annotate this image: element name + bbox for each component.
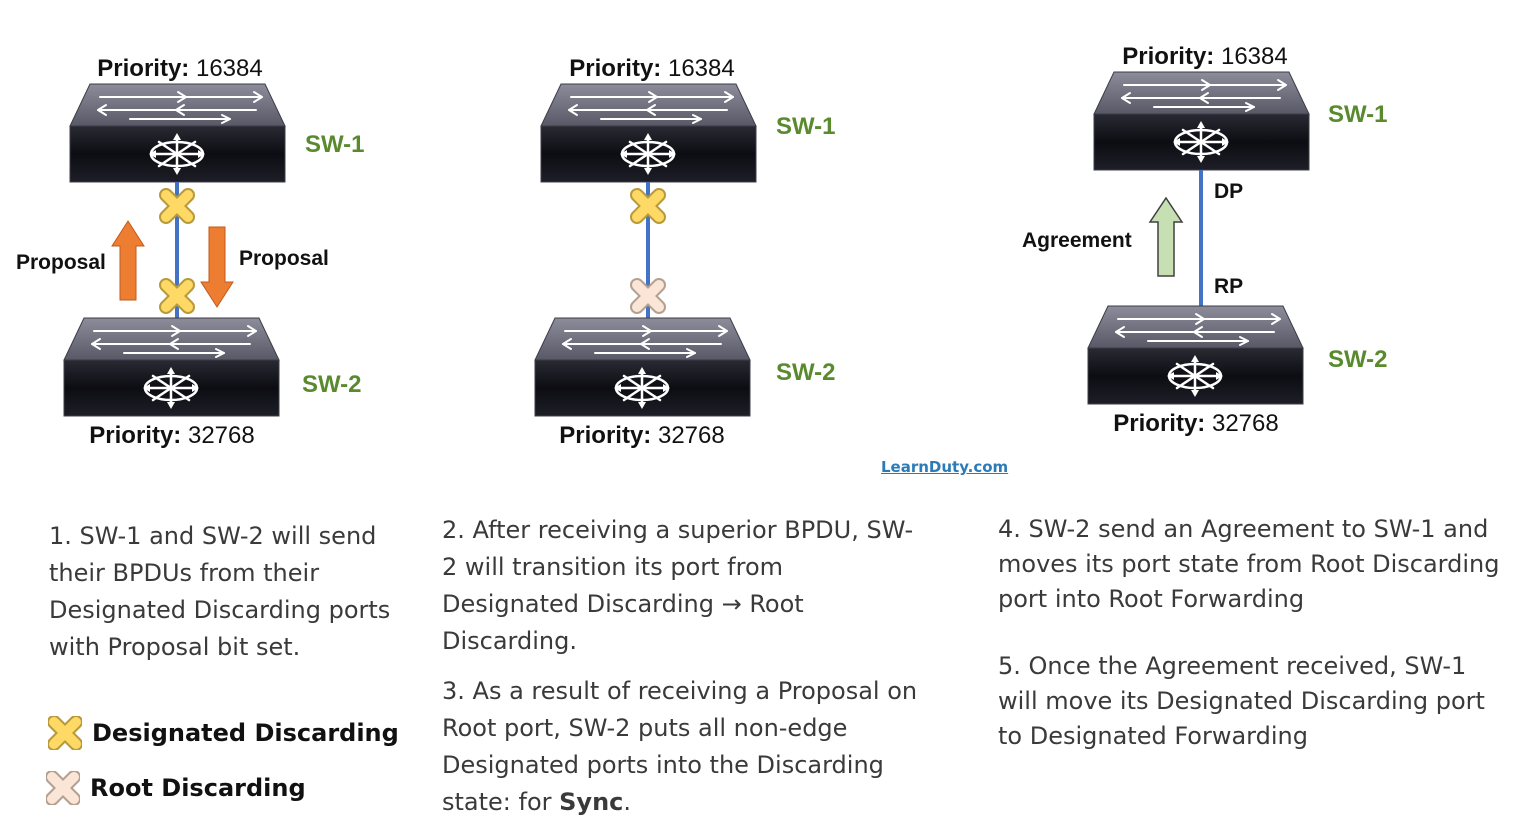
legend-root-discarding-label: Root Discarding [90, 774, 306, 802]
p3-top-priority: Priority: 16384 [1122, 43, 1287, 70]
p1-sw2-switch-icon [62, 316, 281, 418]
p1-top-designated-discarding-icon [159, 188, 195, 224]
p2-top-priority: Priority: 16384 [569, 55, 734, 82]
p3-rp-label: RP [1214, 275, 1243, 298]
p2-sw2-label: SW-2 [776, 359, 836, 386]
panel-1: Priority: 16384 SW-1 Proposal Proposal S… [16, 55, 365, 449]
step-3-sync: Sync [559, 788, 624, 816]
p3-sw2-switch-icon [1086, 304, 1305, 406]
p1-proposal-up-arrow-icon [111, 220, 145, 301]
legend-designated-discarding-icon [48, 716, 82, 750]
p1-proposal-down-arrow-icon [200, 226, 234, 308]
p2-sw1-switch-icon [539, 82, 758, 184]
legend-designated-discarding: Designated Discarding [48, 716, 399, 750]
p1-sw2-label: SW-2 [302, 371, 362, 398]
p3-sw2-label: SW-2 [1328, 346, 1388, 373]
stp-diagram: Priority: 16384 SW-1 Proposal Proposal S… [16, 43, 1388, 449]
p3-bottom-priority: Priority: 32768 [1113, 410, 1278, 437]
step-1-block: 1. SW-1 and SW-2 will send their BPDUs f… [49, 518, 394, 666]
legend-designated-discarding-label: Designated Discarding [92, 719, 399, 747]
step-1-text: 1. SW-1 and SW-2 will send their BPDUs f… [49, 522, 391, 661]
p3-sw1-switch-icon [1092, 70, 1311, 172]
panel-3: Priority: 16384 SW-1 DP RP Agreement SW-… [1022, 43, 1388, 437]
p3-agreement-up-arrow-icon [1148, 196, 1184, 277]
p3-sw1-label: SW-1 [1328, 101, 1388, 128]
p2-root-discarding-icon [630, 278, 666, 314]
p1-sw1-label: SW-1 [305, 131, 365, 158]
legend-root-discarding: Root Discarding [46, 771, 306, 805]
step-3-text: 3. As a result of receiving a Proposal o… [442, 673, 922, 821]
p1-bottom-designated-discarding-icon [159, 278, 195, 314]
step-5-text: 5. Once the Agreement received, SW-1 wil… [998, 652, 1485, 750]
steps-4-5-block: 4. SW-2 send an Agreement to SW-1 and mo… [998, 512, 1508, 754]
step-3-text-main: 3. As a result of receiving a Proposal o… [442, 677, 918, 816]
p2-sw1-label: SW-1 [776, 113, 836, 140]
p1-top-priority: Priority: 16384 [97, 55, 262, 82]
steps-2-3-block: 2. After receiving a superior BPDU, SW-2… [442, 512, 922, 821]
p2-sw2-switch-icon [533, 316, 752, 418]
p1-sw1-switch-icon [68, 82, 287, 184]
p2-top-designated-discarding-icon [630, 188, 666, 224]
p3-dp-label: DP [1214, 180, 1243, 203]
step-4-text: 4. SW-2 send an Agreement to SW-1 and mo… [998, 515, 1500, 613]
panel-2: Priority: 16384 SW-1 SW-2 Priority: 3276… [533, 55, 836, 449]
p2-bottom-priority: Priority: 32768 [559, 422, 724, 449]
step-2-text: 2. After receiving a superior BPDU, SW-2… [442, 516, 914, 655]
p1-bottom-priority: Priority: 32768 [89, 422, 254, 449]
legend-root-discarding-icon [46, 771, 80, 805]
p3-agreement-label: Agreement [1022, 229, 1132, 252]
p1-proposal-right-label: Proposal [239, 247, 329, 270]
learnduty-watermark-link[interactable]: LearnDuty.com [881, 458, 1009, 476]
step-3-text-end: . [623, 788, 632, 816]
p1-proposal-left-label: Proposal [16, 251, 106, 274]
